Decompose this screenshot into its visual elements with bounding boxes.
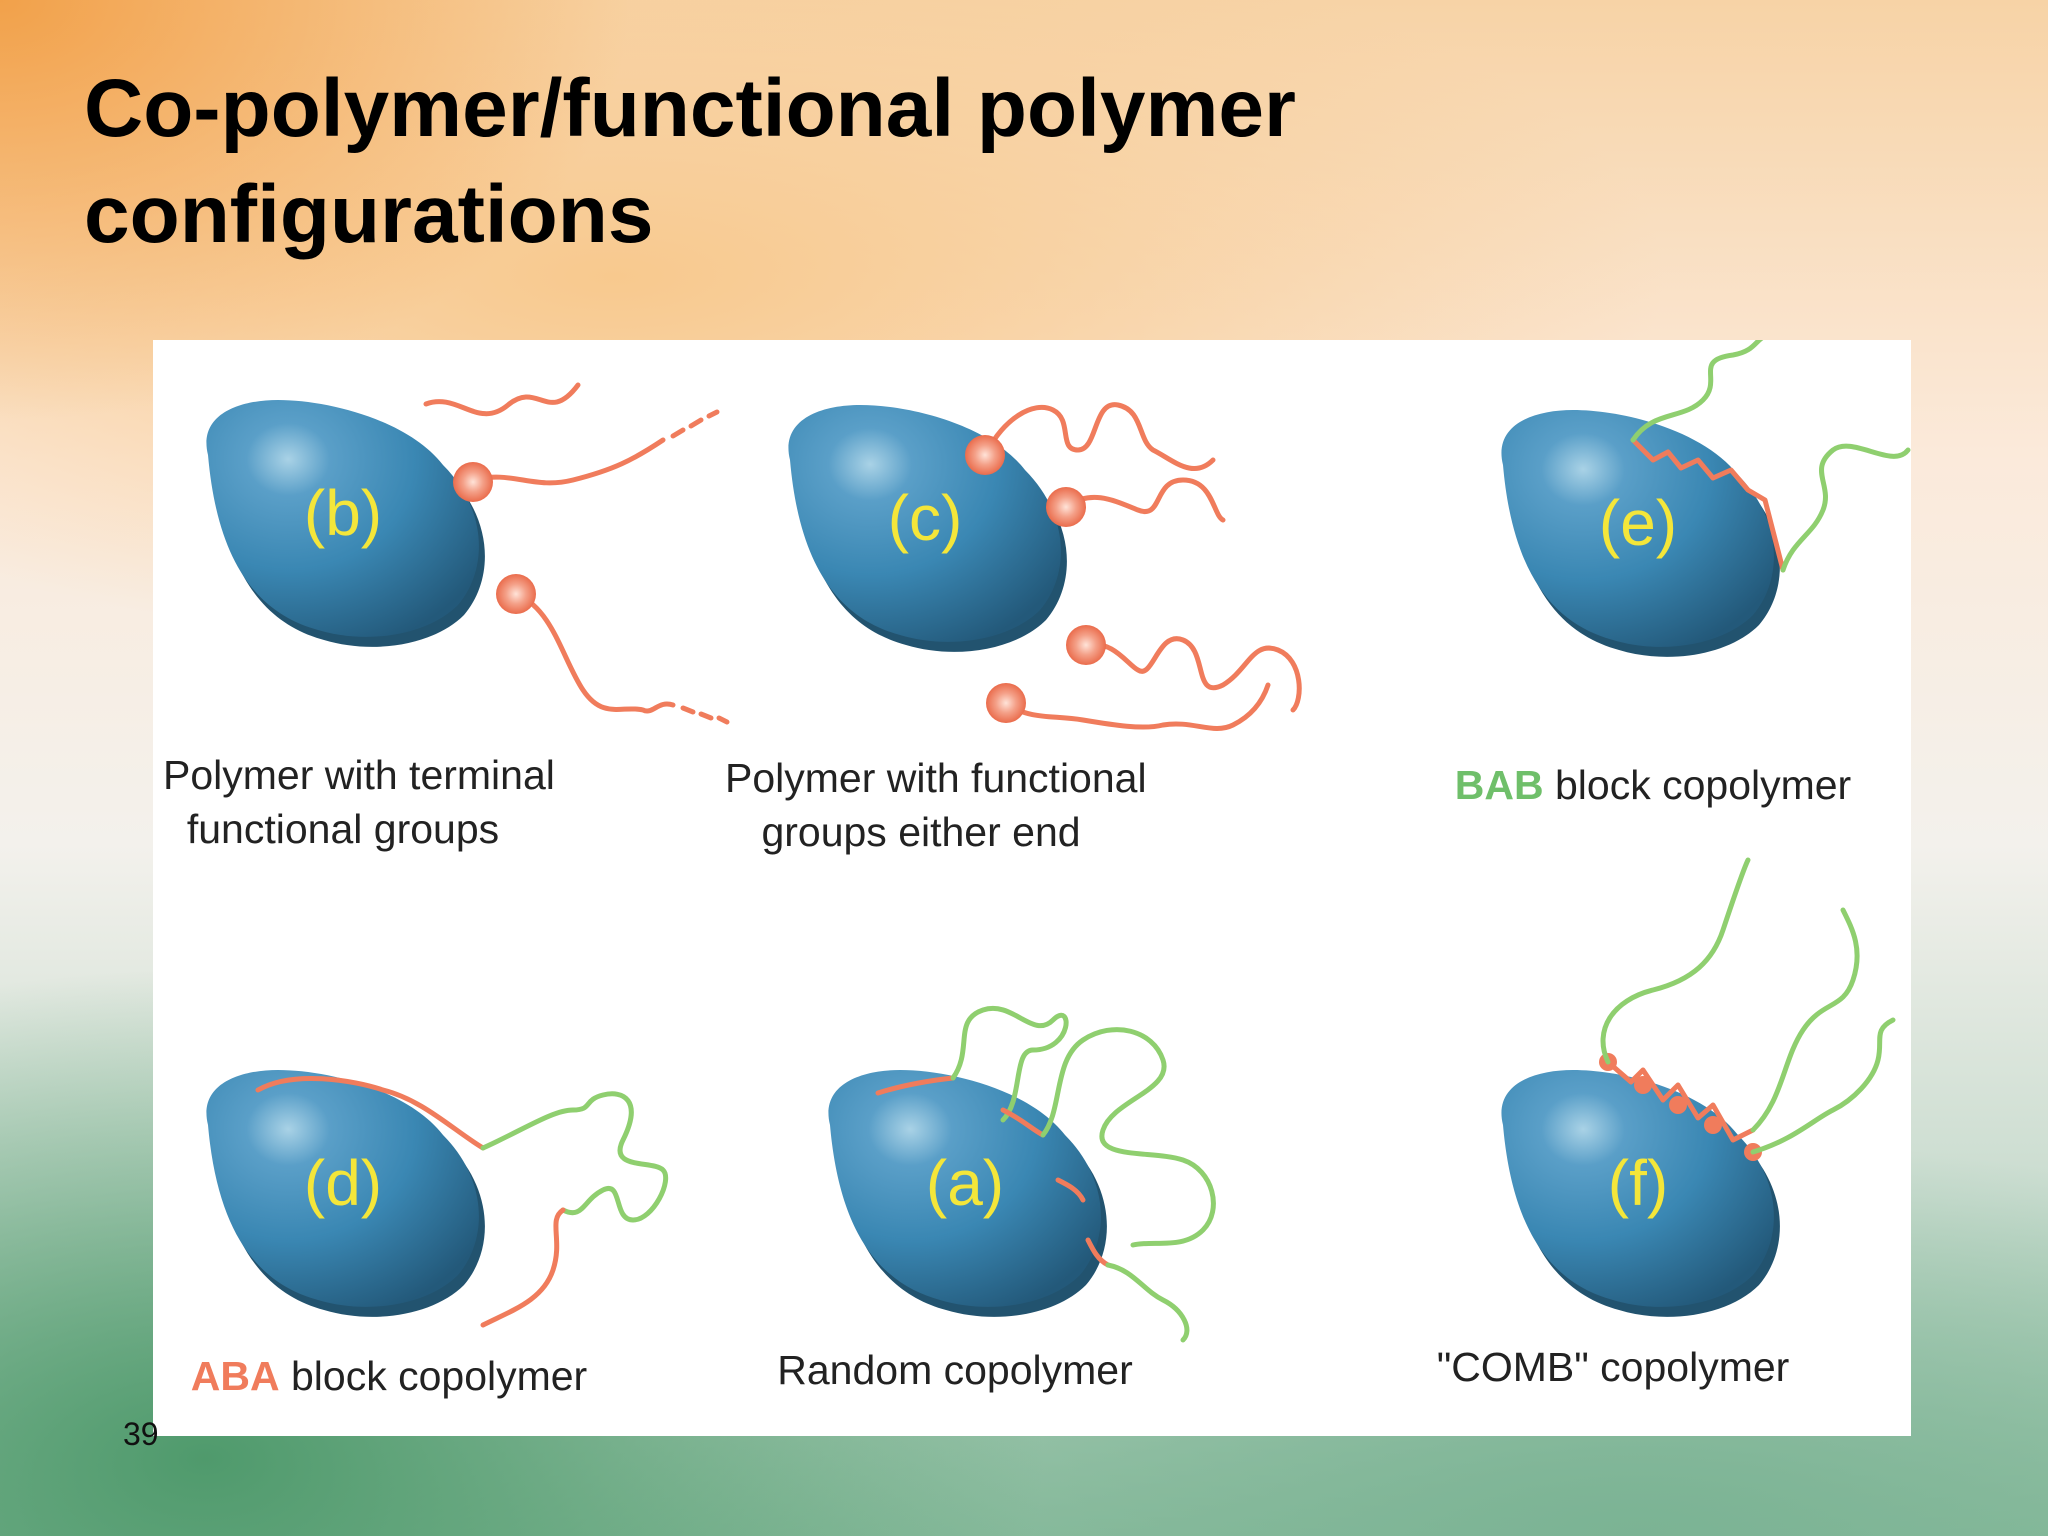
- caption-b: Polymer with terminal functional groups: [163, 748, 555, 856]
- caption-c: Polymer with functional groups either en…: [725, 751, 1147, 859]
- caption-e-letters: BAB: [1454, 762, 1544, 808]
- panel-d-chains: [255, 1075, 669, 1328]
- caption-c-line-2: groups either end: [761, 809, 1081, 855]
- slide-title-line-1: Co-polymer/functional polymer: [84, 63, 1296, 154]
- tag-d: (d): [304, 1147, 382, 1219]
- caption-c-line-1: Polymer with functional: [725, 755, 1147, 801]
- panel-a: (a): [828, 1070, 1107, 1317]
- panel-b-chains: [453, 409, 730, 725]
- panel-c-chains: [965, 402, 1302, 731]
- panel-f: (f): [1501, 1070, 1780, 1317]
- caption-f-text: "COMB" copolymer: [1436, 1344, 1790, 1390]
- panel-e-chains: [1630, 340, 1911, 573]
- panel-b: (b): [206, 382, 581, 647]
- panel-d: (d): [206, 1070, 485, 1317]
- slide-number: 39: [123, 1416, 159, 1452]
- polymer-configurations-figure: (b) (c): [153, 340, 1911, 1436]
- slide-title: Co-polymer/functional polymer configurat…: [84, 56, 1484, 268]
- tag-e: (e): [1599, 487, 1677, 559]
- panel-f-chains: [1599, 857, 1896, 1161]
- tag-b: (b): [304, 477, 382, 549]
- caption-d-text: block copolymer: [279, 1353, 588, 1399]
- figure-drawing: (b) (c): [206, 340, 1911, 1343]
- caption-a-text: Random copolymer: [777, 1347, 1133, 1393]
- caption-b-line-1: Polymer with terminal: [163, 752, 555, 798]
- slide-title-line-2: configurations: [84, 169, 654, 260]
- panel-a-chains: [875, 1005, 1216, 1343]
- tag-c: (c): [888, 482, 963, 554]
- tag-f: (f): [1608, 1147, 1668, 1219]
- panel-e: (e): [1501, 410, 1780, 657]
- caption-e: BAB block copolymer: [1413, 758, 1893, 812]
- caption-b-line-2: functional groups: [186, 806, 500, 852]
- caption-d: ABA block copolymer: [149, 1349, 629, 1403]
- tag-a: (a): [926, 1147, 1004, 1219]
- caption-e-text: block copolymer: [1543, 762, 1852, 808]
- caption-d-letters: ABA: [190, 1353, 280, 1399]
- caption-f: "COMB" copolymer: [1403, 1340, 1823, 1394]
- caption-a: Random copolymer: [745, 1343, 1165, 1397]
- panel-c: (c): [788, 405, 1067, 652]
